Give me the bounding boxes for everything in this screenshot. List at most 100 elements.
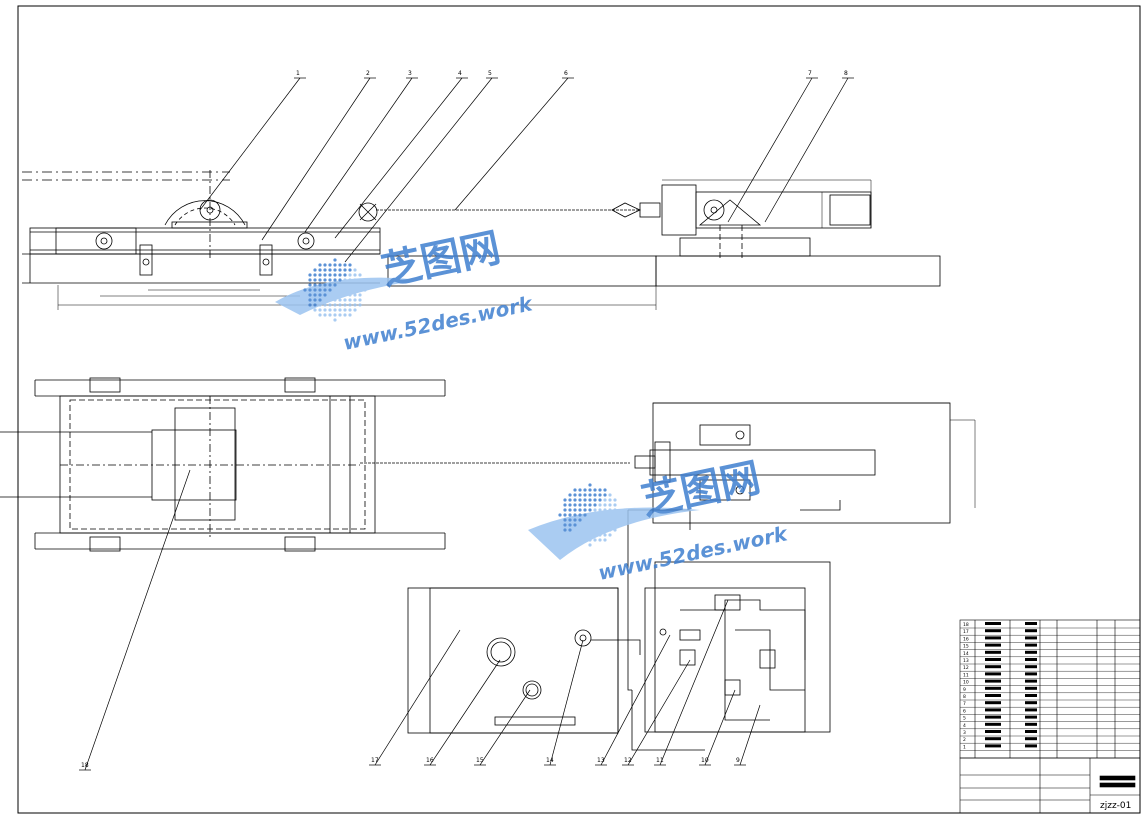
watermark-globe-dot (603, 513, 607, 517)
watermark-globe-dot (333, 313, 337, 317)
watermark-globe-dot (353, 273, 357, 277)
watermark-globe-dot (323, 283, 327, 287)
bom-row-number: 5 (963, 716, 966, 722)
watermark-globe-dot (363, 288, 367, 292)
watermark-globe-dot (568, 533, 572, 537)
watermark-globe-dot (588, 518, 592, 522)
watermark-globe-dot (328, 313, 332, 317)
watermark-globe-dot (618, 513, 622, 517)
bom-code-bar (985, 658, 1001, 661)
bom-row-number: 11 (963, 672, 969, 678)
watermark-globe-dot (588, 503, 592, 507)
bom-code-bar (985, 643, 1001, 647)
watermark-globe-dot (343, 303, 347, 307)
leader-line (344, 77, 493, 263)
watermark-globe-dot (608, 508, 612, 512)
watermark-globe-dot (333, 318, 337, 322)
watermark-globe-dot (338, 283, 342, 287)
bom-row-number: 8 (963, 694, 966, 700)
watermark-globe-dot (593, 538, 597, 542)
watermark-globe-dot (338, 308, 342, 312)
watermark-globe-dot (603, 523, 607, 527)
watermark-globe-dot (603, 493, 607, 497)
leader-line (704, 689, 736, 766)
bom-row-number: 14 (963, 651, 969, 657)
balloon-number: 18 (81, 762, 89, 769)
watermark-globe-dot (313, 283, 317, 287)
watermark-globe-dot (568, 518, 572, 522)
title-block (959, 757, 1141, 814)
leader-line (261, 77, 371, 241)
watermark-globe-dot (353, 308, 357, 312)
balloon-number: 12 (624, 757, 632, 764)
watermark-globe-dot (323, 308, 327, 312)
watermark-globe-dot (338, 298, 342, 302)
bom-row-number: 18 (963, 622, 969, 628)
watermark-globe-dot (593, 493, 597, 497)
watermark-globe-dot (598, 518, 602, 522)
bom-name-bar (1025, 665, 1037, 669)
watermark-globe-dot (598, 538, 602, 542)
watermark-globe-dot (598, 498, 602, 502)
watermark-globe-dot (563, 528, 567, 532)
bom-row-number: 13 (963, 658, 969, 664)
watermark-globe-dot (583, 528, 587, 532)
watermark-globe-dot (568, 528, 572, 532)
watermark-globe-dot (573, 523, 577, 527)
watermark-globe-dot (568, 508, 572, 512)
watermark-globe-dot (318, 283, 322, 287)
watermark-globe-dot (323, 278, 327, 282)
bom-code-bar (985, 744, 1001, 748)
bom-name-bar (1025, 686, 1037, 690)
watermark-globe-dot (353, 278, 357, 282)
watermark-globe-dot (588, 533, 592, 537)
watermark-globe-dot (603, 528, 607, 532)
watermark-globe-dot (573, 488, 577, 492)
watermark-globe-dot (343, 273, 347, 277)
watermark-globe-dot (323, 298, 327, 302)
bom-code-bar (985, 622, 1001, 625)
watermark-globe-dot (568, 513, 572, 517)
bom-row-number: 17 (963, 629, 969, 635)
watermark-globe-dot (573, 508, 577, 512)
watermark-globe-dot (603, 508, 607, 512)
watermark-globe-dot (328, 303, 332, 307)
watermark-globe-dot (598, 508, 602, 512)
watermark-globe-dot (343, 293, 347, 297)
watermark-globe-dot (333, 263, 337, 267)
watermark-globe-dot (588, 508, 592, 512)
bom-code-bar (985, 708, 1001, 712)
watermark-globe-dot (588, 513, 592, 517)
watermark-globe-dot (308, 288, 312, 292)
watermark-globe-dot (593, 508, 597, 512)
watermark-globe-dot (318, 268, 322, 272)
watermark-globe-dot (318, 278, 322, 282)
watermark-globe-dot (563, 518, 567, 522)
watermark-globe-dot (578, 533, 582, 537)
watermark-globe-dot (573, 518, 577, 522)
watermark-globe-dot (323, 313, 327, 317)
watermark-globe-dot (578, 503, 582, 507)
watermark-globe-dot (583, 523, 587, 527)
watermark-globe-dot (583, 488, 587, 492)
watermark-globe-dot (593, 523, 597, 527)
bom-name-bar (1025, 701, 1037, 705)
watermark-globe-dot (598, 513, 602, 517)
watermark-globe-dot (308, 298, 312, 302)
watermark-globe-dot (573, 498, 577, 502)
bom-name-bar (1025, 622, 1037, 625)
watermark-globe-dot (333, 278, 337, 282)
watermark-globe-dot (353, 298, 357, 302)
bom-code-bar (985, 665, 1001, 669)
watermark-globe-dot (613, 503, 617, 507)
watermark-globe-dot (328, 308, 332, 312)
watermark-globe-dot (343, 263, 347, 267)
watermark-globe-dot (573, 538, 577, 542)
bom-code-bar (985, 672, 1001, 676)
watermark-globe-dot (583, 513, 587, 517)
watermark-globe-dot (348, 283, 352, 287)
bom-code-bar (985, 650, 1001, 654)
bom-name-bar (1025, 672, 1037, 676)
